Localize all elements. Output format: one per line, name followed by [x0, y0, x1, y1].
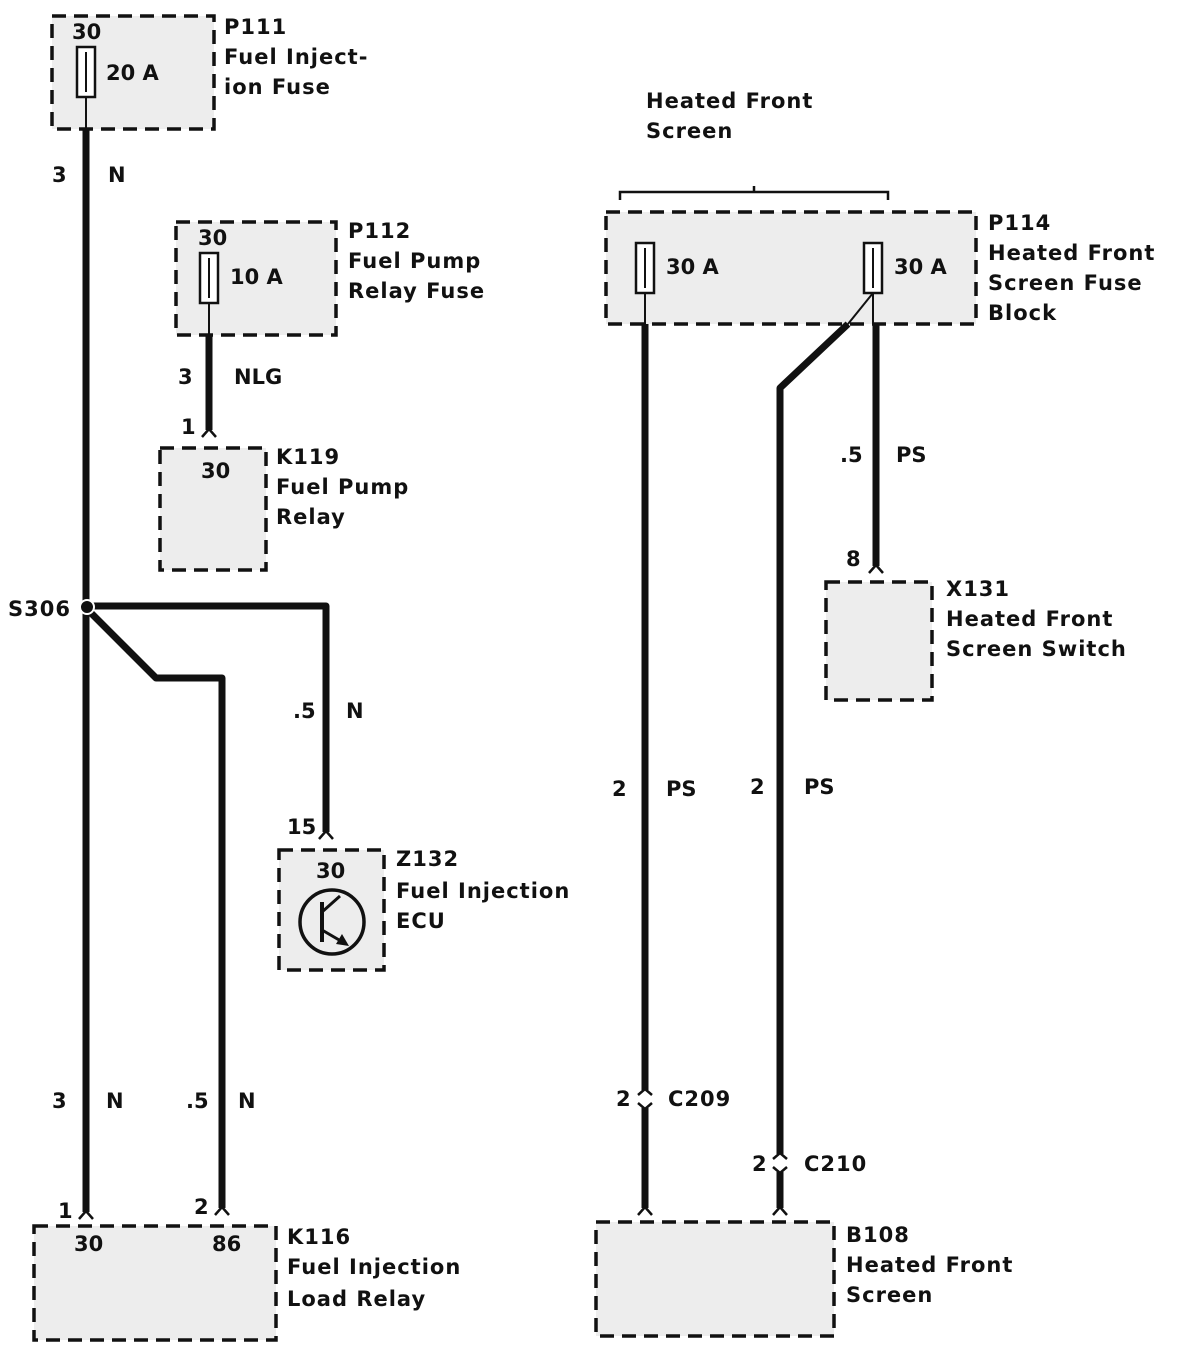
- p111-name-line2: ion Fuse: [224, 75, 331, 99]
- wire3-size: .5: [293, 699, 316, 723]
- k116-name-line1: Fuel Injection: [287, 1255, 461, 1279]
- transistor-icon: [298, 888, 366, 956]
- b108-pin-b-connector: [772, 1205, 788, 1216]
- wire7-color: PS: [666, 777, 697, 801]
- z132-pin: 15: [287, 815, 316, 839]
- p112-terminal: 30: [198, 226, 227, 250]
- wire1-color: N: [108, 163, 126, 187]
- wire5-size: .5: [186, 1089, 209, 1113]
- p114-name-line3: Block: [988, 301, 1057, 325]
- wire1-size: 3: [52, 163, 67, 187]
- wire8-size: 2: [750, 775, 765, 799]
- p111-id: P111: [224, 15, 287, 39]
- k116-terminal-a: 30: [74, 1232, 103, 1256]
- z132-pin15-connector: [318, 829, 334, 840]
- p112-id: P112: [348, 219, 411, 243]
- p111-rating: 20 A: [106, 61, 160, 85]
- c209-id: C209: [668, 1087, 731, 1111]
- z132-ecu-box: [277, 848, 386, 972]
- k116-terminal-b: 86: [212, 1232, 241, 1256]
- s306-splice-dot: [79, 599, 95, 615]
- wire7-size: 2: [612, 777, 627, 801]
- p114-name-line2: Screen Fuse: [988, 271, 1143, 295]
- wire8-color: PS: [804, 775, 835, 799]
- z132-terminal: 30: [316, 859, 345, 883]
- x131-id: X131: [946, 577, 1010, 601]
- b108-pin-a-connector: [637, 1205, 653, 1216]
- k119-pin: 1: [181, 415, 196, 439]
- wire-s306-k116-pin2: [87, 609, 226, 1208]
- x131-name-line2: Screen Switch: [946, 637, 1127, 661]
- x131-pin: 8: [846, 547, 861, 571]
- wire4-size: 3: [52, 1089, 67, 1113]
- p111-name-line1: Fuel Inject-: [224, 45, 368, 69]
- k119-pin1-connector: [201, 427, 217, 438]
- k116-name-line2: Load Relay: [287, 1287, 426, 1311]
- heated-screen-group-bracket: [618, 186, 890, 200]
- p114-fuse-block-box: [604, 210, 978, 326]
- p114-name-line1: Heated Front: [988, 241, 1155, 265]
- wire4-color: N: [106, 1089, 124, 1113]
- b108-name-line2: Screen: [846, 1283, 933, 1307]
- k116-relay-box: [32, 1224, 278, 1342]
- k116-pin-a: 1: [58, 1199, 73, 1223]
- wire2-size: 3: [178, 365, 193, 389]
- p111-terminal: 30: [72, 20, 101, 44]
- c210-inline-connector: [772, 1151, 788, 1175]
- c209-inline-connector: [637, 1087, 653, 1111]
- b108-screen-box: [594, 1220, 836, 1338]
- wire6-size: .5: [840, 443, 863, 467]
- wire5-color: N: [238, 1089, 256, 1113]
- k116-pin2-connector: [214, 1205, 230, 1216]
- p112-name-line2: Relay Fuse: [348, 279, 485, 303]
- k119-id: K119: [276, 445, 340, 469]
- k119-name-line1: Fuel Pump: [276, 475, 409, 499]
- x131-pin8-connector: [868, 563, 884, 574]
- b108-id: B108: [846, 1223, 910, 1247]
- p114-rating-b: 30 A: [894, 255, 948, 279]
- s306-label: S306: [8, 597, 71, 621]
- wire2-color: NLG: [234, 365, 282, 389]
- c210-pin: 2: [752, 1152, 767, 1176]
- z132-name-line1: Fuel Injection: [396, 879, 570, 903]
- wire6-color: PS: [896, 443, 927, 467]
- p114-id: P114: [988, 211, 1051, 235]
- p114-rating-a: 30 A: [666, 255, 720, 279]
- k119-terminal: 30: [201, 459, 230, 483]
- x131-switch-box: [824, 580, 934, 702]
- z132-id: Z132: [396, 847, 459, 871]
- z132-name-line2: ECU: [396, 909, 446, 933]
- c210-id: C210: [804, 1152, 867, 1176]
- wire-s306-z132: [86, 602, 330, 832]
- k119-relay-box: [158, 446, 268, 572]
- b108-name-line1: Heated Front: [846, 1253, 1013, 1277]
- k116-pin1-connector: [78, 1209, 94, 1220]
- k116-id: K116: [287, 1225, 351, 1249]
- k119-name-line2: Relay: [276, 505, 346, 529]
- group-title-line2: Screen: [646, 119, 733, 143]
- wire3-color: N: [346, 699, 364, 723]
- c209-pin: 2: [616, 1087, 631, 1111]
- p112-rating: 10 A: [230, 265, 284, 289]
- x131-name-line1: Heated Front: [946, 607, 1113, 631]
- k116-pin-b: 2: [194, 1195, 209, 1219]
- wire-p114-b-c210: [776, 321, 851, 1208]
- group-title-line1: Heated Front: [646, 89, 813, 113]
- p112-name-line1: Fuel Pump: [348, 249, 481, 273]
